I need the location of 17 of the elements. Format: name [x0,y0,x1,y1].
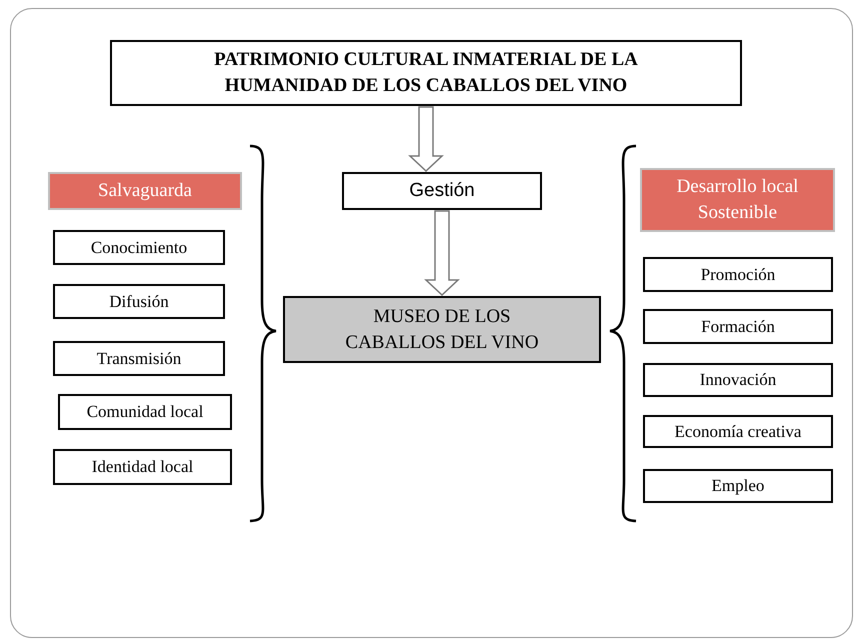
process-box: Gestión [342,172,542,210]
item-box: Comunidad local [58,394,232,430]
item-box: Formación [643,309,833,344]
category-box: Desarrollo local Sostenible [640,168,835,232]
hollow-arrow [408,106,444,172]
hollow-arrow [424,210,460,296]
item-box: Difusión [53,284,225,319]
item-box: Innovación [643,363,833,397]
item-box: Conocimiento [53,230,225,265]
item-box: Identidad local [53,449,232,485]
item-box: Transmisión [53,341,225,376]
museum-box: MUSEO DE LOS CABALLOS DEL VINO [283,296,601,363]
category-box: Salvaguarda [48,172,242,210]
item-box: Promoción [643,257,833,292]
item-box: Economía creativa [643,415,833,448]
title-box: PATRIMONIO CULTURAL INMATERIAL DE LA HUMANIDAD DE LOS CABALLOS DEL VINO [110,40,742,106]
item-box: Empleo [643,469,833,503]
